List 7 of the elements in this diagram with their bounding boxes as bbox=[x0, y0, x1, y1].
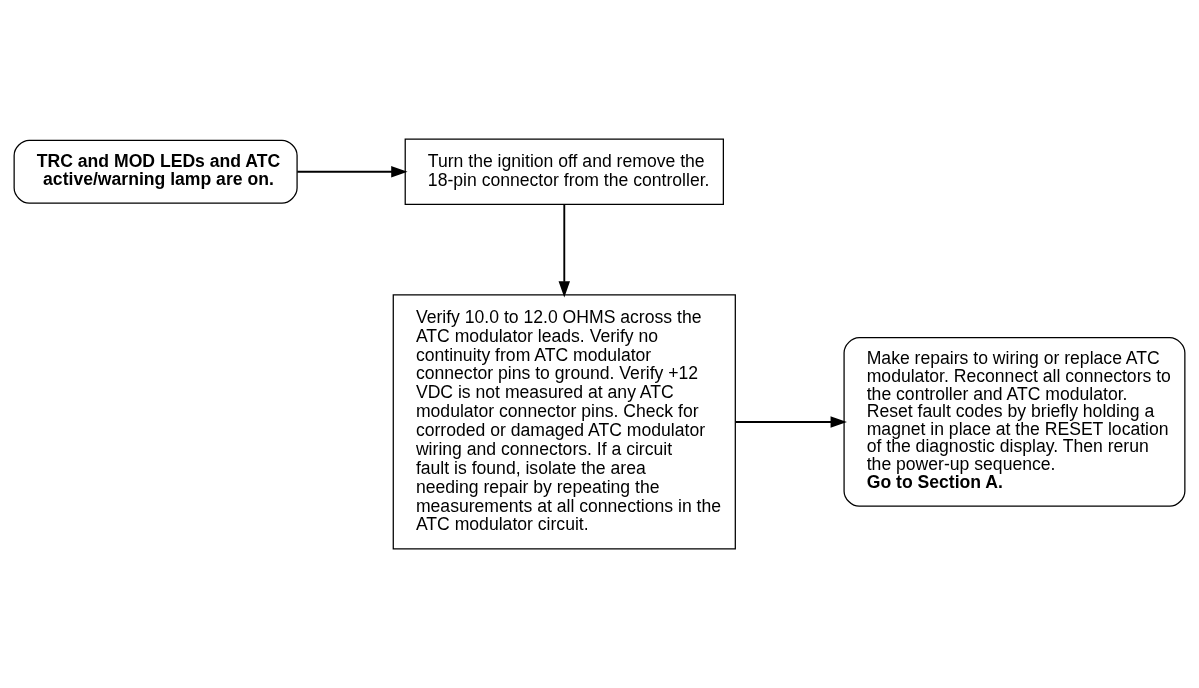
node-box: TRC and MOD LEDs and ATC active/warning lamp are on. bbox=[13, 139, 298, 204]
node-box: Turn the ignition off and remove the 18-pin connector from the controller. bbox=[404, 138, 724, 206]
arrow bbox=[296, 166, 408, 178]
arrow bbox=[734, 416, 847, 428]
node-box: Make repairs to wiring or replace ATC modulator. Reconnect all connectors to the controller and ATC modulator. Reset fault codes by briefly holding a magnet in place at the RESET location of the diagnostic display. Then rerun the power-up sequence. Go to Section A. bbox=[843, 337, 1186, 507]
arrow bbox=[558, 203, 571, 298]
node-box: Verify 10.0 to 12.0 OHMS across the ATC modulator leads. Verify no continuity from ATC modulator connector pins to ground. Verify +12 VDC is not measured at any ATC modulator connector pins. Check for corroded or damaged ATC modulator wiring and connectors. If a circuit fault is found, isolate the area needing repair by repeating the measurements at all connections in the ATC modulator circuit. bbox=[392, 294, 736, 550]
